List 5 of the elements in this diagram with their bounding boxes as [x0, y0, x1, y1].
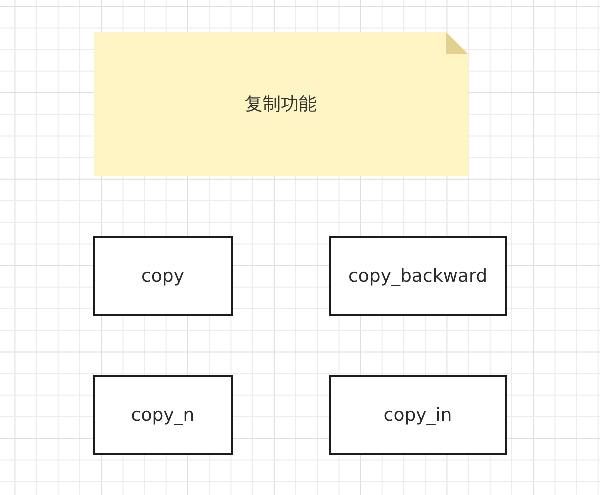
function-box: copy_backward	[329, 236, 507, 316]
function-box: copy	[93, 236, 233, 316]
function-box: copy_n	[93, 375, 233, 455]
function-box: copy_in	[329, 375, 507, 455]
note-title: 复制功能	[244, 93, 318, 116]
